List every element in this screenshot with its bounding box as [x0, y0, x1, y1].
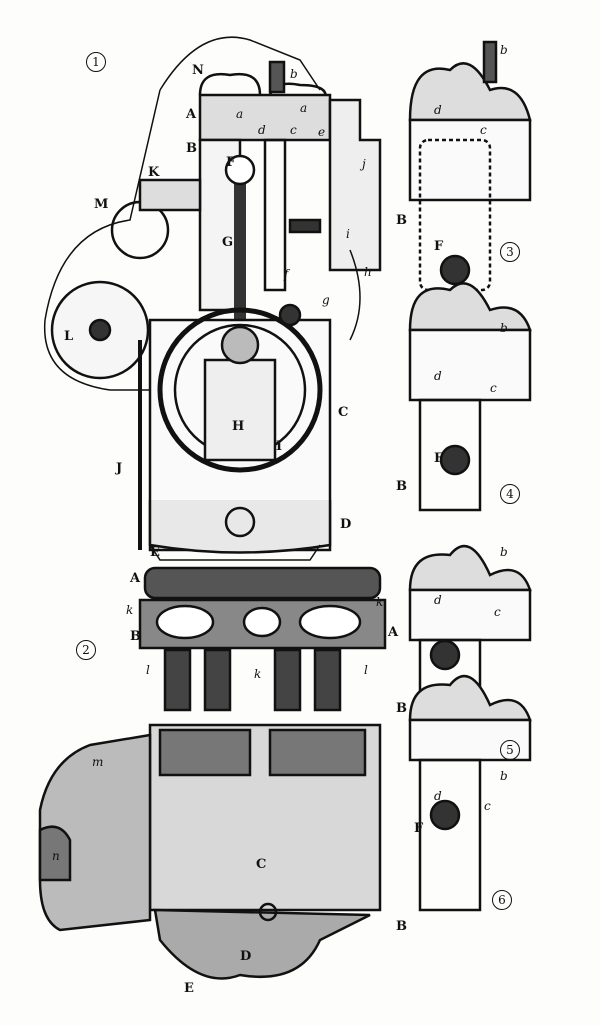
fig2-label: A: [130, 571, 141, 586]
figure-number-6: 6: [492, 890, 512, 910]
fig1-label: H: [232, 419, 245, 434]
fig1-label: c: [290, 123, 297, 137]
fig5-label: B: [396, 701, 407, 716]
fig6-label: F: [414, 821, 424, 836]
fig3-label: F: [434, 239, 444, 254]
fig1-label: i: [346, 227, 350, 241]
fig1-label: F: [226, 155, 236, 170]
fig2-label: C: [256, 857, 267, 872]
fig2-label: n: [52, 849, 60, 863]
fig2-label: l: [146, 663, 150, 677]
fig5-label: d: [434, 593, 442, 607]
figure-number-5: 5: [500, 740, 520, 760]
fig5-label: c: [494, 605, 501, 619]
fig2-label: E: [184, 981, 194, 996]
figure-number-2: 2: [76, 640, 96, 660]
fig1-engine-section: [43, 36, 382, 561]
fig3-label: b: [500, 43, 508, 57]
fig1-label: I: [276, 439, 283, 454]
fig2-label: D: [240, 949, 252, 964]
fig4-label: b: [500, 321, 508, 335]
fig3-label: c: [480, 123, 487, 137]
fig4-label: B: [396, 479, 407, 494]
fig1-label: J: [116, 461, 123, 476]
fig6-section: [408, 674, 532, 912]
fig1-label: K: [148, 165, 160, 180]
fig6-label: B: [396, 919, 407, 934]
fig2-label: m: [92, 755, 104, 769]
fig1-label: L: [64, 329, 74, 344]
fig1-label: N: [192, 63, 204, 78]
fig1-label: G: [222, 235, 234, 250]
fig2-label: k: [376, 595, 384, 609]
fig4-label: F: [434, 451, 444, 466]
figure-number-1: 1: [86, 52, 106, 72]
fig1-label: M: [94, 197, 109, 212]
fig4-label: c: [490, 381, 497, 395]
fig3-label: d: [434, 103, 442, 117]
fig1-label: d: [258, 123, 266, 137]
fig4-section: [408, 282, 532, 512]
fig1-label: j: [362, 157, 366, 171]
fig5-label: b: [500, 545, 508, 559]
fig5-label: A: [388, 625, 399, 640]
fig1-label: C: [338, 405, 349, 420]
fig1-label: B: [186, 141, 197, 156]
fig1-label: h: [364, 265, 372, 279]
fig1-label: g: [322, 293, 330, 307]
fig1-label: e: [318, 125, 326, 139]
fig1-label: f: [284, 267, 289, 281]
fig2-label: l: [364, 663, 368, 677]
fig1-label: a: [300, 101, 308, 115]
fig1-label: a: [236, 107, 244, 121]
figure-number-4: 4: [500, 484, 520, 504]
fig6-label: b: [500, 769, 508, 783]
fig6-label: c: [484, 799, 491, 813]
fig1-label: D: [340, 517, 352, 532]
fig4-label: d: [434, 369, 442, 383]
figure-number-3: 3: [500, 242, 520, 262]
fig5-section: [408, 544, 532, 742]
fig1-label: E: [150, 545, 160, 560]
fig2-cylinder-block: [38, 566, 387, 980]
fig6-label: d: [434, 789, 442, 803]
fig2-label: B: [130, 629, 141, 644]
fig3-label: B: [396, 213, 407, 228]
fig1-label: b: [290, 67, 298, 81]
fig2-label: k: [126, 603, 134, 617]
fig1-label: A: [186, 107, 197, 122]
fig2-label: k: [254, 667, 262, 681]
